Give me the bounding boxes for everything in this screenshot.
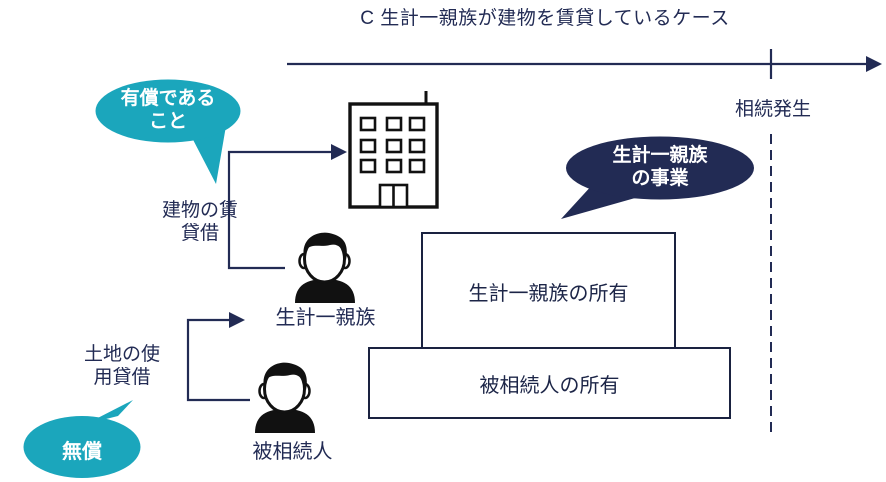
building-icon: [348, 91, 439, 209]
lower-ownership-box: 被相続人の所有: [368, 347, 731, 419]
land-loan-line2: 用貸借: [93, 367, 151, 388]
upper-ownership-label: 生計一親族の所有: [468, 283, 629, 305]
land-loan-connector: [186, 318, 250, 402]
speech-bubble-shape: [95, 79, 241, 184]
person-icon: [255, 362, 315, 433]
building-lease-connector: [227, 150, 331, 270]
building-lease-line2: 貸借: [180, 223, 219, 244]
free-bubble-label: 無償: [62, 441, 102, 463]
land-loan-label: 土地の使 用貸借: [72, 343, 172, 389]
paid-speech-bubble: 有償である こと: [95, 78, 247, 188]
building-lease-arrow-icon: [331, 144, 347, 160]
person-icon: [295, 232, 355, 303]
person-torso: [255, 409, 315, 433]
building-lease-line1: 建物の賃: [161, 200, 238, 221]
inheritance-event-label: 相続発生: [734, 99, 811, 120]
business-bubble-line1: 生計一親族: [612, 145, 708, 166]
speech-bubble-ellipse: [95, 79, 241, 143]
paid-bubble-line2: こと: [148, 111, 187, 132]
business-speech-bubble: 生計一親族 の事業: [560, 133, 762, 223]
arrow-right-icon: [866, 56, 882, 72]
free-speech-bubble: 無償: [20, 394, 162, 482]
person-hair: [303, 232, 347, 260]
speech-bubble-ellipse: [566, 136, 754, 200]
land-loan-arrow-icon: [229, 312, 245, 328]
speech-bubble-shape: [561, 136, 754, 219]
person-hair: [263, 362, 307, 390]
building-windows: [359, 116, 426, 174]
building-lease-label: 建物の賃 貸借: [155, 199, 245, 245]
building-door: [378, 183, 409, 209]
business-bubble-line2: の事業: [631, 168, 689, 189]
family-actor-label: 生計一親族: [275, 307, 376, 329]
diagram-title: C 生計一親族が建物を賃貸しているケース: [360, 8, 730, 29]
speech-bubble-ellipse: [23, 416, 141, 478]
upper-ownership-box: 生計一親族の所有: [421, 232, 676, 351]
person-torso: [295, 279, 355, 303]
land-loan-line1: 土地の使: [83, 344, 160, 365]
lower-ownership-label: 被相続人の所有: [479, 374, 620, 397]
paid-bubble-line1: 有償である: [120, 88, 216, 109]
speech-bubble-shape: [23, 400, 141, 478]
decedent-actor-label: 被相続人: [252, 441, 333, 463]
